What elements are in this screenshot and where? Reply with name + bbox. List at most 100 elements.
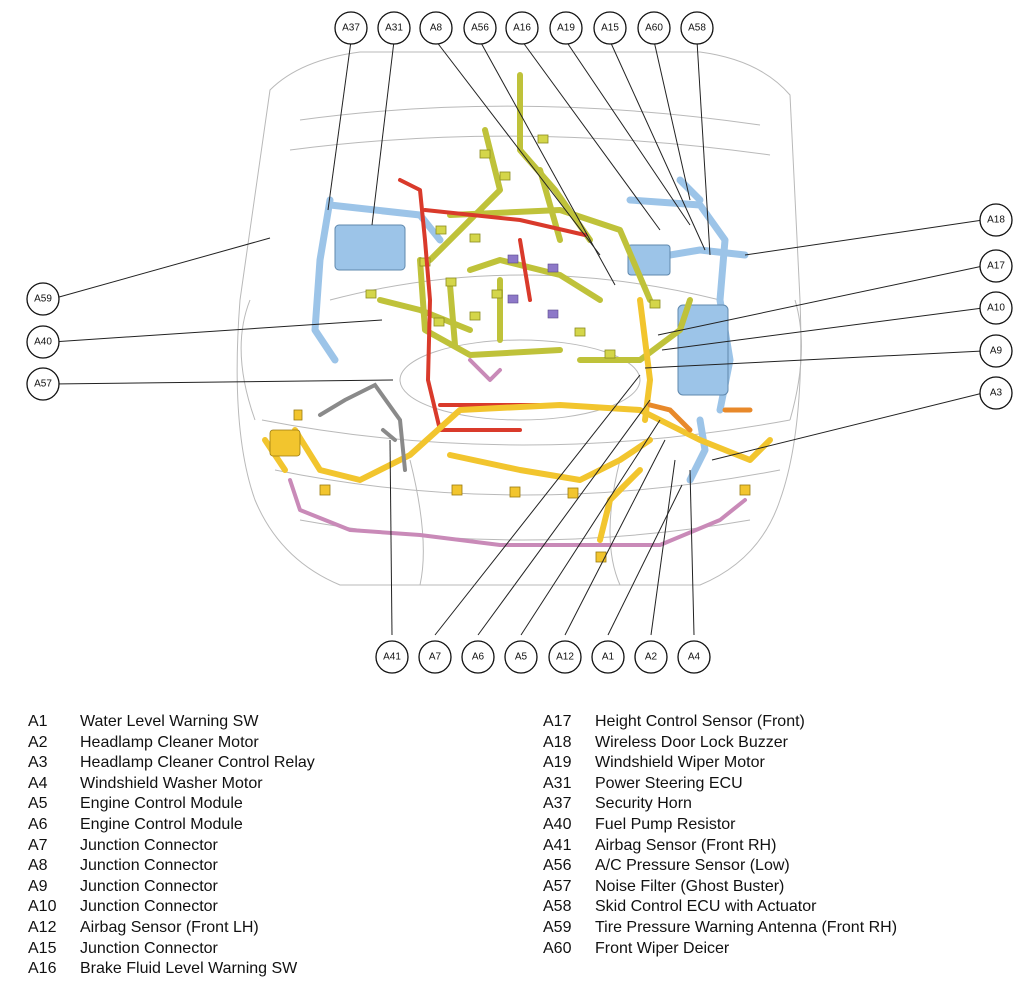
legend-right: A17 Height Control Sensor (Front) A18 Wire… xyxy=(543,712,1023,959)
legend-label: A/C Pressure Sensor (Low) xyxy=(595,857,790,875)
legend-label: Wireless Door Lock Buzzer xyxy=(595,733,788,751)
callout-label: A57 xyxy=(34,379,52,390)
legend-row: A12 Airbag Sensor (Front LH) xyxy=(28,918,498,939)
harness-orange xyxy=(647,402,753,433)
callout-label: A41 xyxy=(383,652,401,663)
legend-code: A2 xyxy=(28,733,48,751)
legend-code: A58 xyxy=(543,898,572,916)
legend-row: A8 Junction Connector xyxy=(28,856,498,877)
legend-code: A8 xyxy=(28,857,48,875)
legend-label: Brake Fluid Level Warning SW xyxy=(80,960,298,978)
legend-code: A17 xyxy=(543,713,572,730)
callouts-top xyxy=(334,11,714,45)
leader-lines xyxy=(51,40,984,636)
legend-row: A41 Airbag Sensor (Front RH) xyxy=(543,836,1023,857)
legend-label: Skid Control ECU with Actuator xyxy=(595,898,817,916)
legend-label: Front Wiper Deicer xyxy=(595,939,730,957)
legend-label: Noise Filter (Ghost Buster) xyxy=(595,877,785,895)
legend-code: A1 xyxy=(28,713,48,730)
legend-label: Height Control Sensor (Front) xyxy=(595,713,805,730)
legend-code: A31 xyxy=(543,774,572,792)
callout-label: A12 xyxy=(556,652,574,663)
callout-label: A60 xyxy=(645,23,663,34)
callouts-right xyxy=(979,203,1013,410)
legend-row: A37 Security Horn xyxy=(543,794,1023,815)
legend-code: A41 xyxy=(543,836,572,854)
legend-row: A9 Junction Connector xyxy=(28,877,498,898)
legend-label: Engine Control Module xyxy=(80,795,243,813)
callout-label: A5 xyxy=(515,652,528,663)
legend-label: Junction Connector xyxy=(80,857,218,875)
callouts-left xyxy=(26,282,60,401)
legend-code: A16 xyxy=(28,960,57,978)
legend-code: A59 xyxy=(543,918,572,936)
legend-row: A7 Junction Connector xyxy=(28,836,498,857)
callout-label: A59 xyxy=(34,294,52,305)
olive-connector xyxy=(365,134,661,359)
callout-label: A3 xyxy=(990,388,1003,399)
legend-row: A2 Headlamp Cleaner Motor xyxy=(28,733,498,754)
legend-label: Junction Connector xyxy=(80,877,218,895)
legend-label: Junction Connector xyxy=(80,836,218,854)
callout-label: A15 xyxy=(601,23,619,34)
callout-label: A4 xyxy=(688,652,701,663)
legend-code: A4 xyxy=(28,774,48,792)
legend-row: A18 Wireless Door Lock Buzzer xyxy=(543,733,1023,754)
legend-label: Headlamp Cleaner Motor xyxy=(80,733,259,751)
legend-code: A56 xyxy=(543,857,572,875)
legend-code: A60 xyxy=(543,939,572,957)
callout-label: A40 xyxy=(34,337,52,348)
legend-row: A31 Power Steering ECU xyxy=(543,774,1023,795)
legend-row: A3 Headlamp Cleaner Control Relay xyxy=(28,753,498,774)
callout-label: A31 xyxy=(385,23,403,34)
callout-label: A16 xyxy=(513,23,531,34)
legend-code: A15 xyxy=(28,939,57,957)
legend-code: A3 xyxy=(28,754,48,772)
blue-components xyxy=(334,224,729,396)
callouts-bottom xyxy=(375,640,711,674)
legend-code: A7 xyxy=(28,836,48,854)
callout-label: A19 xyxy=(557,23,575,34)
harness-purple xyxy=(507,254,559,319)
legend-code: A12 xyxy=(28,918,57,936)
legend-label: Engine Control Module xyxy=(80,815,243,833)
legend-code: A57 xyxy=(543,877,572,895)
wiring-diagram: A37 A31 A8 A56 A16 A19 A15 A60 A58 A59 A… xyxy=(26,11,1013,674)
legend-row: A58 Skid Control ECU with Actuator xyxy=(543,897,1023,918)
legend-label: Junction Connector xyxy=(80,939,218,957)
legend-label: Security Horn xyxy=(595,795,692,813)
legend-row: A57 Noise Filter (Ghost Buster) xyxy=(543,877,1023,898)
legend-code: A5 xyxy=(28,795,48,813)
legend-label: Airbag Sensor (Front LH) xyxy=(80,918,259,936)
legend-row: A16 Brake Fluid Level Warning SW xyxy=(28,959,498,980)
callout-label: A56 xyxy=(471,23,489,34)
legend-code: A18 xyxy=(543,733,572,751)
legend-label: Power Steering ECU xyxy=(595,774,743,792)
legend-label: Headlamp Cleaner Control Relay xyxy=(80,754,315,772)
legend-row: A5 Engine Control Module xyxy=(28,794,498,815)
legend-code: A10 xyxy=(28,898,57,916)
callout-label: A18 xyxy=(987,215,1005,226)
legend-code: A37 xyxy=(543,795,572,813)
legend-row: A15 Junction Connector xyxy=(28,939,498,960)
callout-label: A17 xyxy=(987,261,1005,272)
harness-red xyxy=(398,178,587,432)
legend-row: A17 Height Control Sensor (Front) xyxy=(543,712,1023,733)
legend-code: A40 xyxy=(543,815,572,833)
legend-code: A9 xyxy=(28,877,48,895)
legend-code: A19 xyxy=(543,754,572,772)
callout-label: A58 xyxy=(688,23,706,34)
legend-row: A56 A/C Pressure Sensor (Low) xyxy=(543,856,1023,877)
legend-row: A40 Fuel Pump Resistor xyxy=(543,815,1023,836)
legend-row: A60 Front Wiper Deicer xyxy=(543,939,1023,960)
legend-label: Airbag Sensor (Front RH) xyxy=(595,836,777,854)
callout-label: A7 xyxy=(429,652,442,663)
callout-label: A1 xyxy=(602,652,615,663)
legend-label: Fuel Pump Resistor xyxy=(595,815,736,833)
legend-label: Windshield Washer Motor xyxy=(80,774,263,792)
